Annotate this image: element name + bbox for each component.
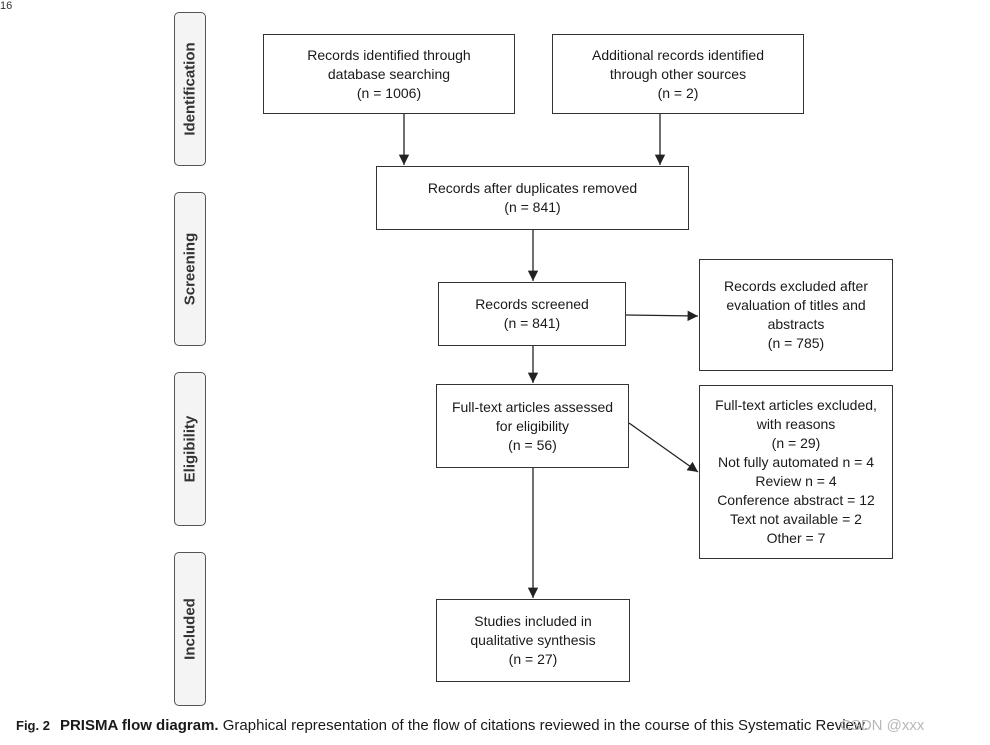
box-included-line-1: Studies included in	[474, 613, 592, 629]
arrow-fulltext-to-excluded	[628, 422, 699, 473]
box-fulltext-excluded-line-8: Other = 7	[766, 530, 826, 546]
box-other-sources-line-1: Additional records identified	[592, 46, 764, 63]
box-included-line-3: (n = 27)	[508, 651, 558, 667]
box-excluded-titles-line-4: (n = 785)	[767, 335, 825, 351]
box-db-search: Records identified through database sear…	[263, 34, 515, 114]
box-fulltext-assessed-line-2: for eligibility	[495, 417, 570, 434]
box-fulltext-assessed-line-1: Full-text articles assessed	[451, 398, 614, 415]
stage-included: Included	[174, 552, 206, 706]
stage-screening: Screening	[174, 192, 206, 346]
box-screened-line-1: Records screened	[475, 296, 589, 312]
box-fulltext-assessed-line-3: (n = 56)	[508, 436, 557, 453]
box-fulltext-excluded-line-2: with reasons	[756, 416, 836, 432]
box-after-duplicates-line-1: Records after duplicates removed	[427, 180, 638, 196]
stage-eligibility: Eligibility	[174, 372, 206, 526]
box-after-duplicates: Records after duplicates removed (n = 84…	[376, 166, 689, 230]
box-screened-line-2: (n = 841)	[503, 315, 561, 331]
box-other-sources: Additional records identified through ot…	[552, 34, 804, 114]
box-other-sources-line-2: through other sources	[609, 65, 747, 82]
figure-caption: Fig. 2 PRISMA flow diagram. Graphical rep…	[16, 717, 868, 734]
box-other-sources-line-3: (n = 2)	[657, 84, 699, 101]
box-after-duplicates-line-2: (n = 841)	[504, 199, 561, 215]
stage-identification: Identification	[174, 12, 206, 166]
box-included-line-2: qualitative synthesis	[470, 632, 596, 648]
box-fulltext-excluded-line-4: Not fully automated n = 4	[717, 454, 875, 470]
caption-fig-number: Fig. 2	[16, 718, 50, 733]
box-fulltext-excluded-line-3: (n = 29)	[771, 435, 821, 451]
box-db-search-line-3: (n = 1006)	[356, 84, 422, 101]
box-excluded-titles-line-2: evaluation of titles and	[726, 297, 866, 313]
box-fulltext-excluded-line-1: Full-text articles excluded,	[715, 397, 877, 413]
box-fulltext-assessed: Full-text articles assessed for eligibil…	[436, 384, 629, 468]
arrow-screened-to-excluded	[625, 310, 699, 322]
caption-title: PRISMA flow diagram.	[59, 717, 219, 734]
box-db-search-line-1: Records identified through	[307, 46, 471, 63]
box-fulltext-excluded: Full-text articles excluded, with reason…	[699, 385, 893, 559]
box-fulltext-excluded-line-5: Review n = 4	[755, 473, 837, 489]
box-fulltext-excluded-line-7: Text not available = 2	[730, 511, 862, 527]
box-screened: Records screened (n = 841)	[438, 282, 626, 346]
box-db-search-line-2: database searching	[327, 65, 451, 82]
box-included: Studies included in qualitative synthesi…	[436, 599, 630, 682]
watermark: CSDN @xxx	[840, 717, 925, 734]
box-excluded-titles: Records excluded after evaluation of tit…	[699, 259, 893, 371]
box-fulltext-excluded-line-6: Conference abstract = 12	[717, 492, 875, 508]
box-excluded-titles-line-1: Records excluded after	[724, 278, 868, 294]
box-excluded-titles-line-3: abstracts	[767, 316, 825, 332]
caption-text: Graphical representation of the flow of …	[218, 717, 869, 734]
page-corner-mark: 16	[0, 0, 13, 12]
